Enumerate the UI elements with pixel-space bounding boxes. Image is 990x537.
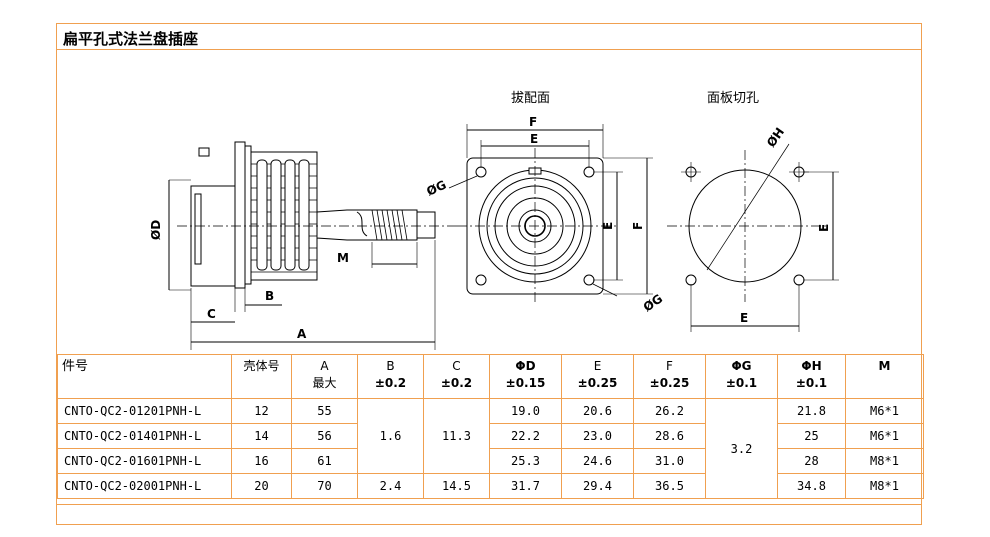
side-view xyxy=(168,141,457,350)
cell-F: 28.6 xyxy=(633,423,706,449)
dim-label-F-right: F xyxy=(631,222,645,230)
cell-part: CNTO-QC2-02001PNH-L xyxy=(57,473,232,499)
cell-A: 70 xyxy=(291,473,358,499)
header-shell: 壳体号 xyxy=(231,354,292,399)
panel-cutout-caption: 面板切孔 xyxy=(707,91,759,106)
dim-label-G-top: ØG xyxy=(424,178,448,199)
header-B: B±0.2 xyxy=(357,354,424,399)
header-D: ΦD±0.15 xyxy=(489,354,562,399)
cell-D: 22.2 xyxy=(489,423,562,449)
cell-H: 34.8 xyxy=(777,473,846,499)
dim-label-C: C xyxy=(207,307,216,321)
header-G: ΦG±0.1 xyxy=(705,354,778,399)
dim-label-B: B xyxy=(265,289,274,303)
table-row: CNTO-QC2-01201PNH-L 12 55 1.6 11.3 19.0 … xyxy=(57,398,924,499)
header-H: ΦH±0.1 xyxy=(777,354,846,399)
cell-F: 31.0 xyxy=(633,448,706,474)
dim-label-E-cutout-right: E xyxy=(817,224,831,232)
cell-part: CNTO-QC2-01401PNH-L xyxy=(57,423,232,449)
header-part: 件号 xyxy=(57,354,232,399)
cell-E: 23.0 xyxy=(561,423,634,449)
cell-H: 21.8 xyxy=(777,398,846,424)
cell-D: 31.7 xyxy=(489,473,562,499)
cell-part: CNTO-QC2-01201PNH-L xyxy=(57,398,232,424)
cell-shell: 12 xyxy=(231,398,292,424)
dim-label-E-cutout-bottom: E xyxy=(740,311,748,325)
spec-sheet-frame: 扁平孔式法兰盘插座 xyxy=(56,23,924,525)
header-M: M xyxy=(845,354,924,399)
cell-E: 29.4 xyxy=(561,473,634,499)
cell-M: M8*1 xyxy=(845,473,924,499)
dim-label-G-bottom: ØG xyxy=(641,291,665,314)
header-F: F±0.25 xyxy=(633,354,706,399)
header-E: E±0.25 xyxy=(561,354,634,399)
table-row: CNTO-QC2-01401PNH-L 14 56 22.2 23.0 28.6… xyxy=(57,423,924,449)
cell-F: 26.2 xyxy=(633,398,706,424)
dim-label-E-top: E xyxy=(530,132,538,146)
cell-A: 61 xyxy=(291,448,358,474)
mating-face-caption: 拔配面 xyxy=(511,91,550,106)
cell-part: CNTO-QC2-01601PNH-L xyxy=(57,448,232,474)
cell-H: 28 xyxy=(777,448,846,474)
cell-shell: 20 xyxy=(231,473,292,499)
cell-F: 36.5 xyxy=(633,473,706,499)
cell-shell: 14 xyxy=(231,423,292,449)
table-row: CNTO-QC2-02001PNH-L 20 70 2.4 14.5 31.7 … xyxy=(57,473,924,499)
mating-face-view xyxy=(448,124,653,304)
cell-B-merged: 1.6 xyxy=(357,398,424,474)
cell-H: 25 xyxy=(777,423,846,449)
title-bar: 扁平孔式法兰盘插座 xyxy=(57,24,921,50)
cell-B: 2.4 xyxy=(357,473,424,499)
cell-M: M6*1 xyxy=(845,398,924,424)
cell-M: M8*1 xyxy=(845,448,924,474)
technical-drawing: 拔配面 面板切孔 ØD M B C A F E E F ØG ØG ØH E E xyxy=(149,91,839,350)
page-title: 扁平孔式法兰盘插座 xyxy=(63,30,199,48)
cell-D: 19.0 xyxy=(489,398,562,424)
footer-row xyxy=(57,504,921,524)
cell-C: 14.5 xyxy=(423,473,490,499)
cell-A: 55 xyxy=(291,398,358,424)
cell-E: 20.6 xyxy=(561,398,634,424)
cell-A: 56 xyxy=(291,423,358,449)
dim-label-A: A xyxy=(297,327,307,341)
dim-label-D: ØD xyxy=(149,220,163,240)
dim-label-M: M xyxy=(337,251,349,265)
dim-label-E-right: E xyxy=(601,222,615,230)
header-C: C±0.2 xyxy=(423,354,490,399)
dim-label-H: ØH xyxy=(764,125,787,150)
cell-G-merged: 3.2 xyxy=(705,398,778,499)
cell-shell: 16 xyxy=(231,448,292,474)
dim-label-F-top: F xyxy=(529,115,537,129)
cell-C-merged: 11.3 xyxy=(423,398,490,474)
table-row: CNTO-QC2-01601PNH-L 16 61 25.3 24.6 31.0… xyxy=(57,448,924,474)
panel-cutout-view xyxy=(667,143,839,332)
cell-E: 24.6 xyxy=(561,448,634,474)
cell-M: M6*1 xyxy=(845,423,924,449)
cell-D: 25.3 xyxy=(489,448,562,474)
